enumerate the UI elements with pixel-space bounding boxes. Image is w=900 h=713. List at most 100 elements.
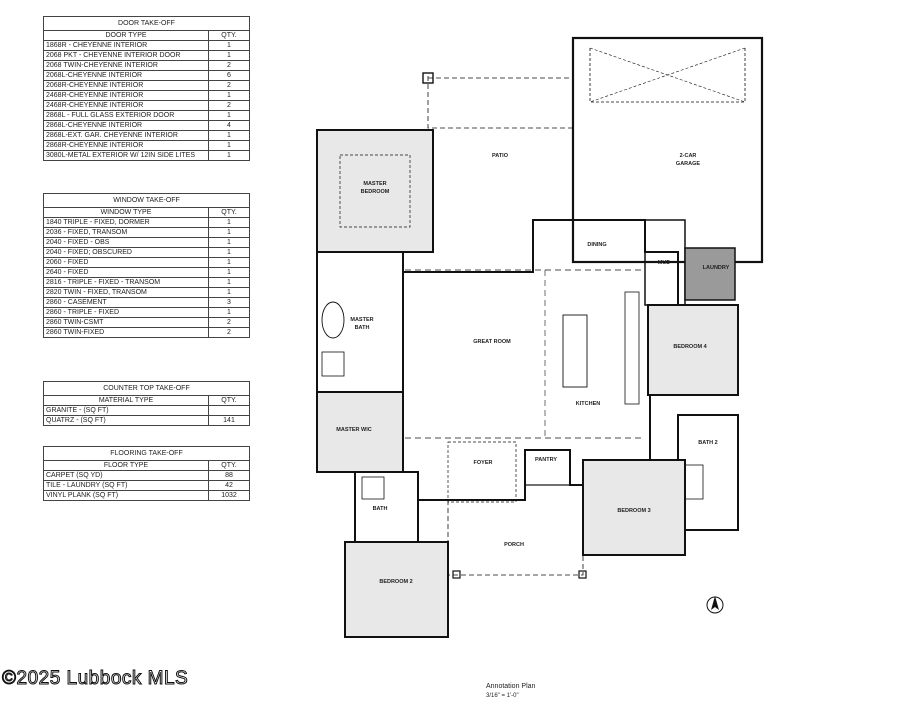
takeoff-item: 3080L-METAL EXTERIOR W/ 12IN SIDE LITES	[43, 150, 209, 161]
kitchen-island	[562, 314, 588, 388]
bath-outline	[354, 471, 419, 543]
material-type-header: MATERIAL TYPE	[43, 395, 209, 406]
flooring-qty-header: QTY.	[208, 460, 250, 471]
takeoff-qty: 2	[208, 327, 250, 338]
takeoff-qty: 141	[208, 415, 250, 426]
takeoff-item: 2068L-CHEYENNE INTERIOR	[43, 70, 209, 81]
takeoff-item: VINYL PLANK (SQ FT)	[43, 490, 209, 501]
foyer-outline	[447, 441, 517, 503]
bedroom-3-outline	[582, 459, 686, 556]
counter-takeoff-title: COUNTER TOP TAKE-OFF	[43, 381, 250, 396]
takeoff-qty: 1	[208, 150, 250, 161]
takeoff-qty: 1	[208, 140, 250, 151]
room-label-kitchen: KITCHEN	[576, 401, 600, 407]
patio-outline	[427, 76, 573, 129]
kitchen-counter	[624, 291, 640, 405]
takeoff-item: 2868R-CHEYENNE INTERIOR	[43, 140, 209, 151]
takeoff-qty: 1	[208, 247, 250, 258]
takeoff-row: QUATRZ - (SQ FT)141	[43, 415, 250, 426]
room-label-bath-2: BATH 2	[698, 440, 717, 446]
room-label-mud: MUD	[658, 260, 671, 266]
takeoff-item: 1840 TRIPLE - FIXED, DORMER	[43, 217, 209, 228]
garage-outline	[571, 36, 764, 264]
room-label-master-wic: MASTER WIC	[336, 427, 371, 433]
room-label-master-bath: MASTER	[350, 317, 373, 323]
master-bedroom-outline	[316, 129, 434, 253]
porch-column	[578, 570, 587, 579]
flooring-takeoff-title: FLOORING TAKE-OFF	[43, 446, 250, 461]
takeoff-row: GRANITE - (SQ FT)	[43, 405, 250, 416]
takeoff-qty: 2	[208, 100, 250, 111]
takeoff-qty: 2	[208, 60, 250, 71]
takeoff-item: 2040 - FIXED - OBS	[43, 237, 209, 248]
takeoff-item: 2640 - FIXED	[43, 267, 209, 278]
room-label-bedroom-2: BEDROOM 2	[379, 579, 412, 585]
room-label-master-bedroom: MASTER	[363, 181, 386, 187]
annotation-title: Annotation Plan	[486, 683, 536, 690]
takeoff-qty: 3	[208, 297, 250, 308]
bath-2-outline	[677, 414, 739, 531]
porch-outline	[447, 500, 584, 576]
bath-shower	[361, 476, 385, 500]
room-label-master-bath: BATH	[355, 325, 370, 331]
floor-type-header: FLOOR TYPE	[43, 460, 209, 471]
takeoff-qty: 2	[208, 317, 250, 328]
shower	[321, 351, 345, 377]
takeoff-qty: 42	[208, 480, 250, 491]
annotation-scale: 3/16" = 1'-0"	[486, 693, 519, 699]
room-label-pantry: PANTRY	[535, 457, 557, 463]
door-qty-header: QTY.	[208, 30, 250, 41]
room-label-bedroom-4: BEDROOM 4	[673, 344, 707, 350]
takeoff-item: 2068 TWIN-CHEYENNE INTERIOR	[43, 60, 209, 71]
room-label-bedroom-3: BEDROOM 3	[617, 508, 650, 514]
floor-plan: MASTER BEDROOM PATIO 2-CAR GARAGE DINING…	[316, 36, 764, 638]
door-type-header: DOOR TYPE	[43, 30, 209, 41]
takeoff-item: 2868L - FULL GLASS EXTERIOR DOOR	[43, 110, 209, 121]
takeoff-item: 2068 PKT - CHEYENNE INTERIOR DOOR	[43, 50, 209, 61]
room-label-laundry: LAUNDRY	[703, 265, 730, 271]
room-label-garage: GARAGE	[676, 161, 700, 167]
takeoff-qty: 1	[208, 237, 250, 248]
takeoff-item: 2040 - FIXED; OBSCURED	[43, 247, 209, 258]
takeoff-qty: 1	[208, 227, 250, 238]
takeoff-row: TILE - LAUNDRY (SQ FT)42	[43, 480, 250, 491]
takeoff-item: GRANITE - (SQ FT)	[43, 405, 209, 416]
takeoff-qty	[208, 405, 250, 416]
takeoff-item: 2860 TWIN-FIXED	[43, 327, 209, 338]
window-qty-header: QTY.	[208, 207, 250, 218]
takeoff-qty: 1	[208, 110, 250, 121]
takeoff-row: CARPET (SQ YD)88	[43, 470, 250, 481]
bathtub	[321, 301, 345, 339]
room-label-patio: PATIO	[492, 153, 509, 159]
door-takeoff-title: DOOR TAKE-OFF	[43, 16, 250, 31]
takeoff-qty: 1	[208, 217, 250, 228]
window-takeoff-title: WINDOW TAKE-OFF	[43, 193, 250, 208]
takeoff-qty: 1	[208, 40, 250, 51]
room-label-dining: DINING	[587, 242, 606, 248]
laundry-outline	[684, 247, 736, 301]
takeoff-item: 2816 - TRIPLE - FIXED - TRANSOM	[43, 277, 209, 288]
takeoff-item: 2860 - TRIPLE - FIXED	[43, 307, 209, 318]
window-type-header: WINDOW TYPE	[43, 207, 209, 218]
master-tray-ceiling	[339, 154, 411, 228]
room-label-master-bedroom: BEDROOM	[361, 189, 390, 195]
takeoff-item: 2036 - FIXED, TRANSOM	[43, 227, 209, 238]
bedroom-2-outline	[344, 541, 449, 638]
takeoff-qty: 1032	[208, 490, 250, 501]
room-label-porch: PORCH	[504, 542, 524, 548]
